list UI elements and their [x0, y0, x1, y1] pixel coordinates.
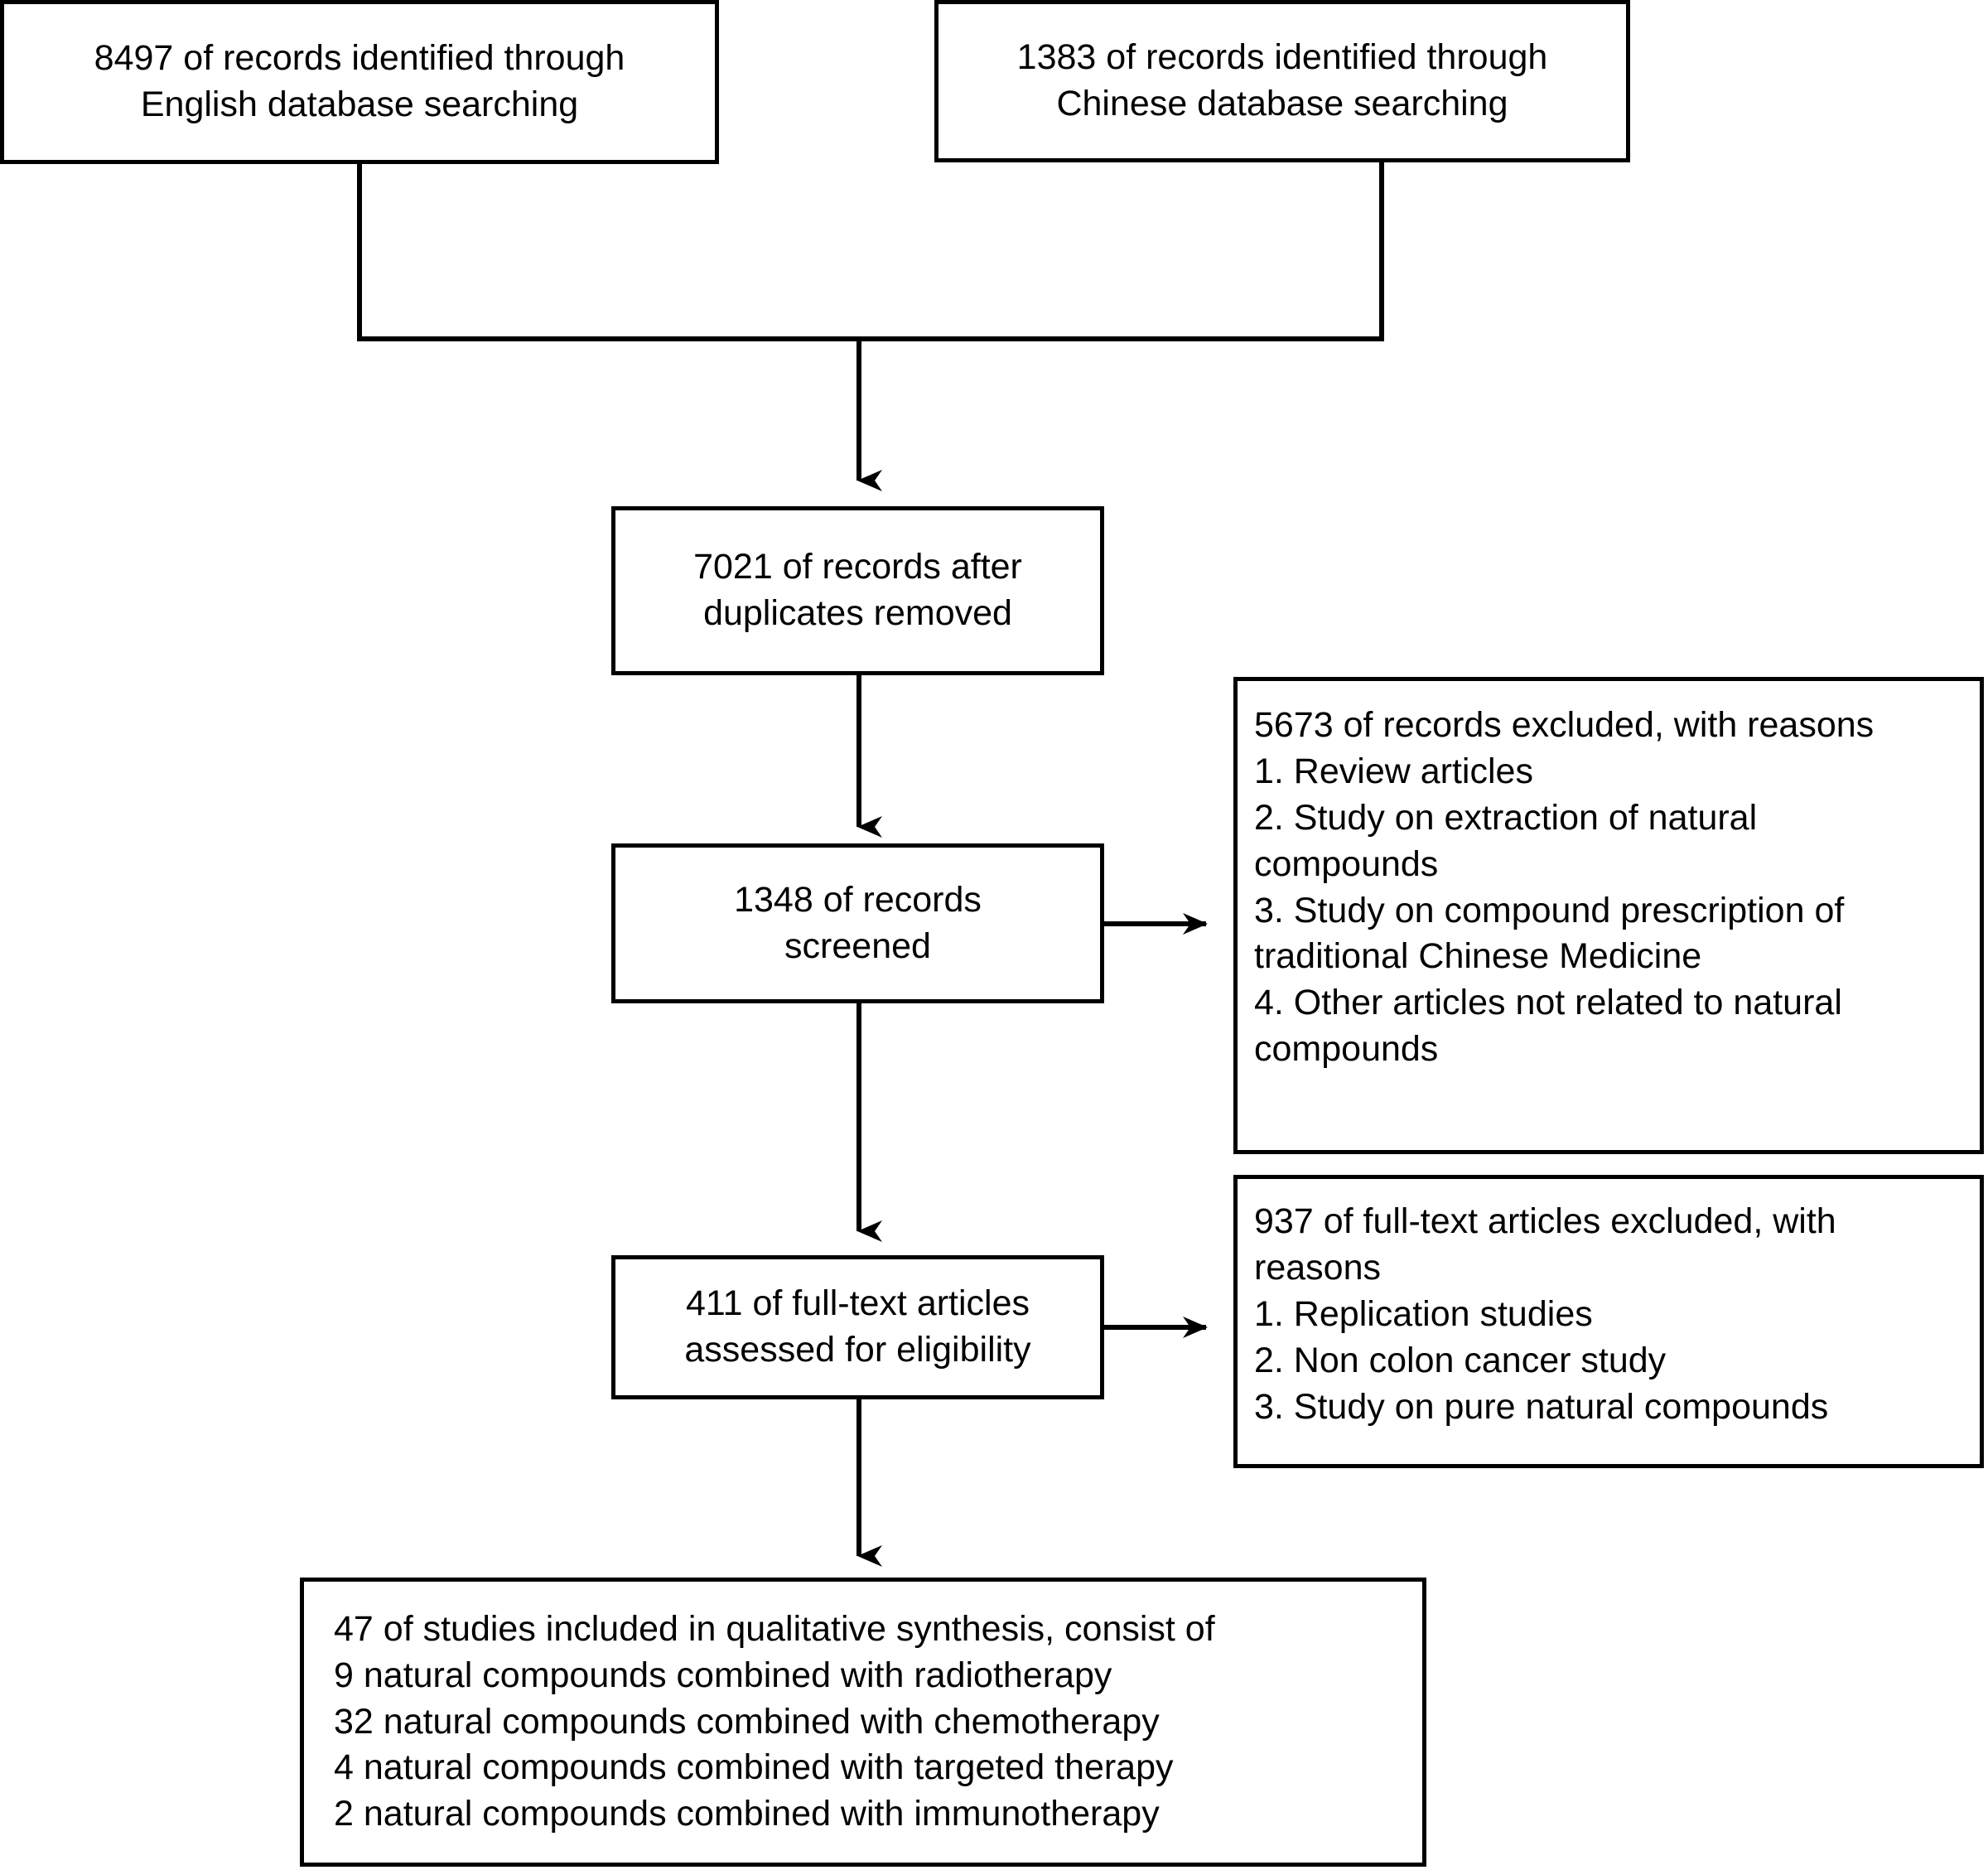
node-records-screened-label: 1348 of records screened	[734, 879, 982, 966]
node-identification-english-label: 8497 of records identified through Engli…	[94, 38, 625, 124]
node-records-screened[interactable]: 1348 of records screened	[611, 843, 1104, 1003]
node-fulltext-assessed-label: 411 of full-text articles assessed for e…	[684, 1283, 1031, 1370]
node-fulltext-excluded-label: 937 of full-text articles excluded, with…	[1254, 1201, 1836, 1427]
node-records-excluded-label: 5673 of records excluded, with reasons 1…	[1254, 705, 1875, 1070]
node-fulltext-assessed[interactable]: 411 of full-text articles assessed for e…	[611, 1255, 1104, 1399]
node-after-duplicates[interactable]: 7021 of records after duplicates removed	[611, 506, 1104, 675]
node-identification-chinese[interactable]: 1383 of records identified through Chine…	[934, 0, 1630, 162]
node-included-synthesis-label: 47 of studies included in qualitative sy…	[334, 1608, 1215, 1834]
node-records-excluded[interactable]: 5673 of records excluded, with reasons 1…	[1233, 677, 1984, 1154]
node-fulltext-excluded[interactable]: 937 of full-text articles excluded, with…	[1233, 1175, 1984, 1468]
node-identification-chinese-label: 1383 of records identified through Chine…	[1016, 37, 1548, 123]
node-identification-english[interactable]: 8497 of records identified through Engli…	[0, 0, 719, 164]
node-included-synthesis[interactable]: 47 of studies included in qualitative sy…	[300, 1578, 1426, 1867]
node-after-duplicates-label: 7021 of records after duplicates removed	[693, 547, 1022, 633]
